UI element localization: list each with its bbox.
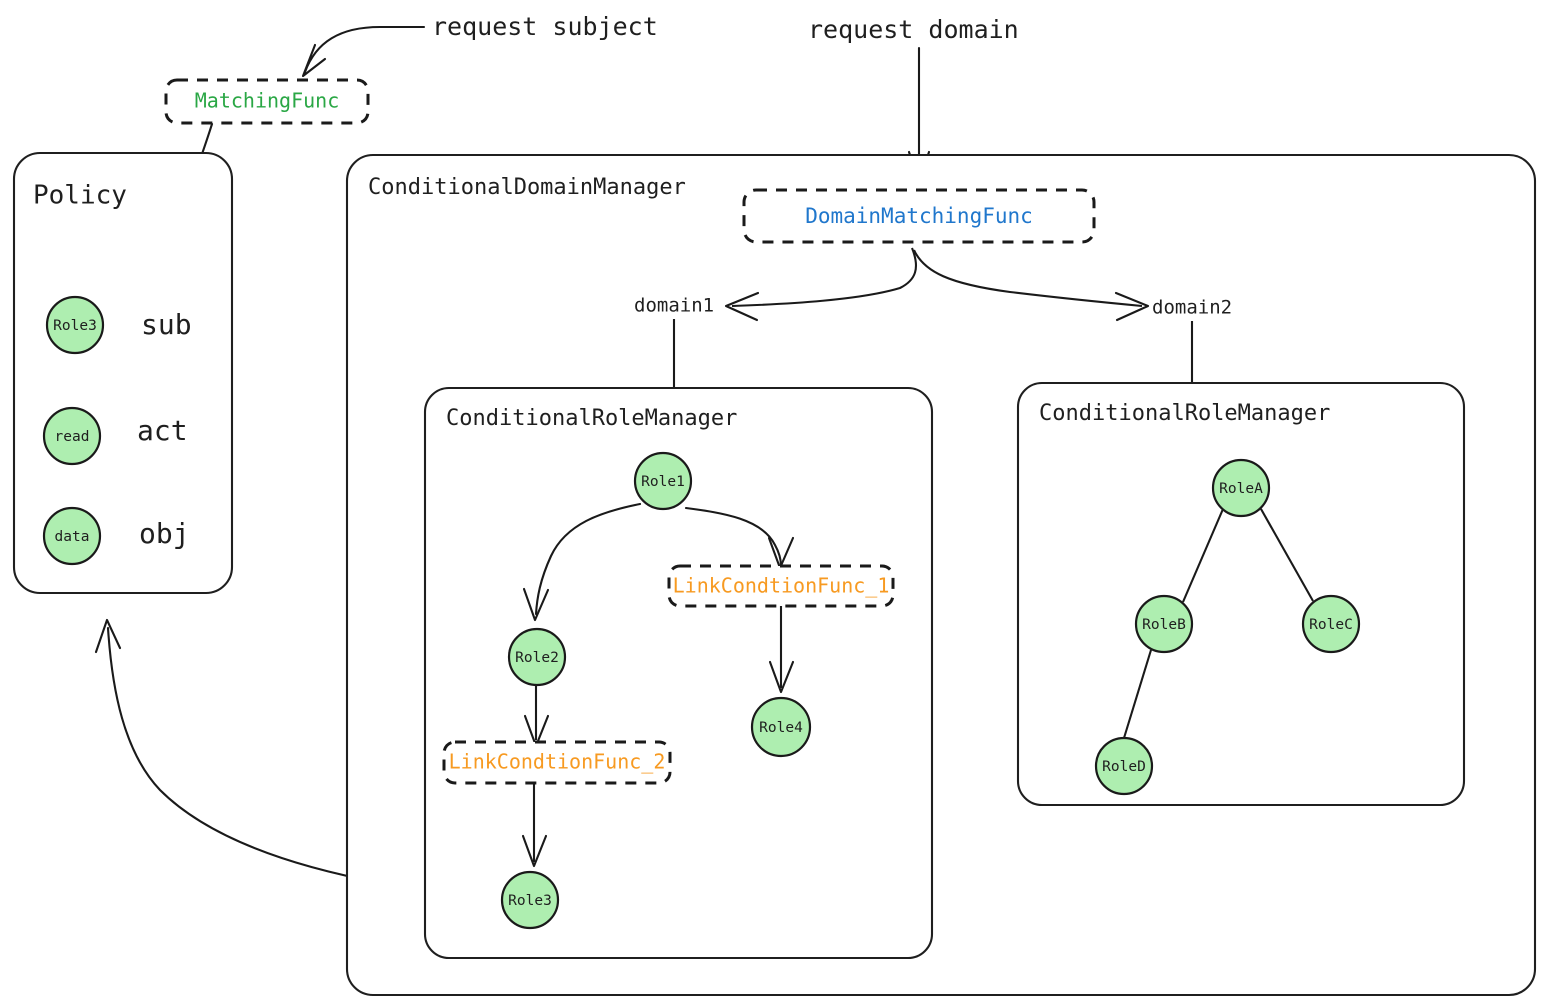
- domain1-branch-arrow-head: [724, 291, 760, 322]
- role-manager-right-box: [1016, 381, 1466, 807]
- policy-cluster: Policy Role3 sub read act data obj: [12, 151, 234, 595]
- node-rolec-label: RoleC: [1309, 617, 1353, 633]
- role1-to-role2-arrow-head: [522, 587, 550, 622]
- policy-row: data obj: [42, 506, 190, 566]
- roleb-to-roled-line: [1122, 649, 1153, 739]
- node-role2[interactable]: Role2: [507, 627, 567, 687]
- node-roled-label: RoleD: [1102, 759, 1146, 775]
- policy-title: Policy: [33, 181, 127, 211]
- role-manager-right-cluster: ConditionalRoleManager RoleA RoleB RoleC…: [1016, 381, 1466, 807]
- policy-attr-label: obj: [139, 517, 190, 550]
- node-roleb-label: RoleB: [1142, 617, 1186, 633]
- node-role1-label: Role1: [641, 474, 685, 490]
- matching-func-rect[interactable]: [164, 78, 370, 125]
- node-role3-label: Role3: [508, 893, 552, 909]
- role1-to-role2-edge: [522, 502, 642, 622]
- role1-to-linkfunc1-line: [684, 506, 783, 568]
- matching-func-label: MatchingFunc: [195, 89, 340, 113]
- request-subject-arrow-line: [303, 25, 426, 74]
- conditional-domain-manager-title: ConditionalDomainManager: [368, 175, 686, 200]
- link-condition-func-2-label: LinkCondtionFunc_2: [449, 750, 666, 774]
- linkfunc2-to-role3-edge: [521, 783, 548, 868]
- policy-node-label: Role3: [53, 318, 97, 334]
- linkfunc2-to-role3-arrow-head: [521, 834, 548, 868]
- node-roled[interactable]: RoleD: [1094, 736, 1154, 796]
- domain1-label: domain1: [634, 295, 714, 317]
- link-condition-func-1-label: LinkCondtionFunc_1: [673, 574, 890, 598]
- node-role3[interactable]: Role3: [500, 870, 560, 930]
- policy-attr-label: act: [137, 414, 188, 447]
- node-roleb-circle[interactable]: [1134, 594, 1194, 654]
- node-roled-circle[interactable]: [1094, 736, 1154, 796]
- role3-to-policy-arrow-head: [94, 618, 122, 654]
- node-rolea[interactable]: RoleA: [1211, 458, 1271, 518]
- policy-node-circle[interactable]: [42, 506, 102, 566]
- node-roleb[interactable]: RoleB: [1134, 594, 1194, 654]
- request-domain-label: request domain: [808, 15, 1019, 44]
- node-rolec-circle[interactable]: [1301, 594, 1361, 654]
- node-role4-circle[interactable]: [750, 696, 812, 758]
- policy-node-circle[interactable]: [42, 406, 102, 466]
- node-role1[interactable]: Role1: [633, 451, 693, 511]
- policy-node-circle[interactable]: [45, 295, 105, 355]
- node-rolec[interactable]: RoleC: [1301, 594, 1361, 654]
- link-condition-func-1-box[interactable]: LinkCondtionFunc_1: [667, 564, 895, 608]
- domain-matching-func-rect[interactable]: [742, 188, 1096, 244]
- linkfunc1-to-role4-edge: [768, 606, 795, 694]
- role-manager-right-title: ConditionalRoleManager: [1039, 401, 1330, 426]
- link-condition-func-1-rect[interactable]: [667, 564, 895, 608]
- role-manager-left-cluster: ConditionalRoleManager Rol: [423, 386, 934, 960]
- link-condition-func-2-box[interactable]: LinkCondtionFunc_2: [442, 740, 672, 785]
- node-role4-label: Role4: [759, 720, 803, 736]
- policy-box: [12, 151, 234, 595]
- node-role1-circle[interactable]: [633, 451, 693, 511]
- node-role2-label: Role2: [515, 650, 559, 666]
- policy-row: read act: [42, 406, 188, 466]
- domain1-branch-line: [731, 247, 917, 308]
- domain2-branch-arrow-head: [1114, 291, 1150, 322]
- node-role4[interactable]: Role4: [750, 696, 812, 758]
- node-role2-circle[interactable]: [507, 627, 567, 687]
- request-subject-annotation: request subject: [301, 12, 658, 78]
- policy-node-label: read: [55, 429, 90, 445]
- rolea-to-roleb-line: [1182, 508, 1224, 603]
- node-rolea-circle[interactable]: [1211, 458, 1271, 518]
- policy-row: Role3 sub: [45, 295, 192, 355]
- link-condition-func-2-rect[interactable]: [442, 740, 672, 785]
- role-manager-left-box: [423, 386, 934, 960]
- domain2-branch-line: [913, 249, 1143, 308]
- policy-attr-label: sub: [141, 308, 192, 341]
- domain2-label: domain2: [1152, 297, 1232, 319]
- domain-branch-edges: domain1 domain2: [634, 247, 1232, 388]
- linkfunc1-to-role4-arrow-head: [768, 660, 795, 694]
- matching-func-box[interactable]: MatchingFunc: [164, 78, 370, 125]
- domain-matching-func-box[interactable]: DomainMatchingFunc: [742, 188, 1096, 244]
- domain-matching-func-label: DomainMatchingFunc: [805, 204, 1033, 228]
- node-rolea-label: RoleA: [1219, 481, 1263, 497]
- rolea-to-rolec-line: [1260, 508, 1314, 602]
- request-subject-arrow-head: [301, 43, 327, 78]
- node-role3-circle[interactable]: [500, 870, 560, 930]
- role-manager-left-title: ConditionalRoleManager: [446, 406, 737, 431]
- role1-to-role2-line: [534, 502, 642, 616]
- request-subject-label: request subject: [432, 12, 658, 41]
- policy-node-label: data: [55, 529, 90, 545]
